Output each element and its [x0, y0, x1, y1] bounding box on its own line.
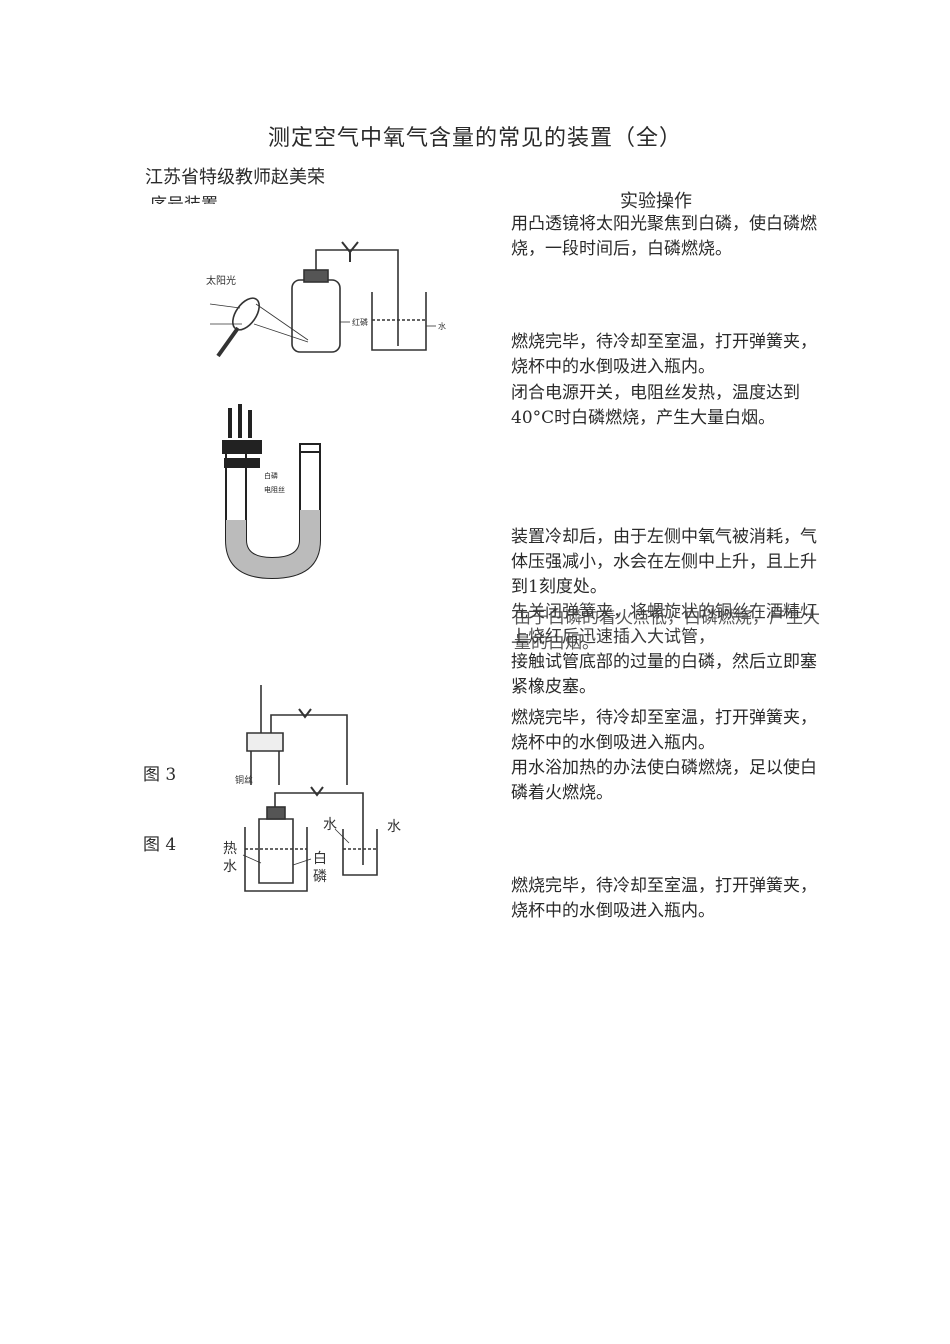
figure-4-beaker-water-label: 水	[323, 817, 337, 833]
operation-text-4: 装置冷却后，由于左侧中氧气被消耗，气体压强减小，水会在左侧中上升，且上升到1刻度…	[511, 527, 817, 597]
figure-2-u-tube: 白磷 电阻丝	[222, 404, 321, 580]
figure-1-sunlight-label: 太阳光	[206, 274, 236, 287]
figure-1-water-label: 水	[438, 321, 446, 331]
author-line: 江苏省特级教师赵美荣	[145, 167, 325, 188]
column-header-left: 序号装置	[150, 190, 218, 204]
figure-3-apparatus: 铜丝	[235, 685, 348, 785]
figure-4-apparatus: 热 水 白 磷 水 水	[223, 786, 401, 892]
figure-2-label-phosphorus: 白磷	[264, 471, 278, 480]
figure-4-phosphorus-label: 磷	[313, 869, 327, 885]
operation-text-3: 闭合电源开关，电阻丝发热，温度达到40°C时白磷燃烧，产生大量白烟。	[511, 383, 800, 428]
operation-text-9: 燃烧完毕，待冷却至室温，打开弹簧夹，烧杯中的水倒吸进入瓶内。	[511, 876, 817, 921]
column-header-right: 实验操作	[620, 191, 692, 212]
figure-1-apparatus: 太阳光 红磷 水	[206, 241, 446, 358]
figure-4-hot-label: 热	[223, 841, 237, 857]
operation-text-5b: 由于白磷的着火点低，白磷燃烧，产生大量的白烟。	[514, 608, 820, 653]
figure-4-label: 图 4	[143, 835, 177, 855]
operation-text-1: 用凸透镜将太阳光聚焦到白磷，使白磷燃烧，一段时间后，白磷燃烧。	[511, 214, 817, 259]
operation-text-5a: 先关闭弹簧夹，将螺旋状的铜丝在酒精灯上烧红后迅速插入大试管，	[511, 602, 817, 647]
operation-text-2: 燃烧完毕，待冷却至室温，打开弹簧夹，烧杯中的水倒吸进入瓶内。	[511, 332, 817, 377]
figure-4-water-label: 水	[223, 859, 237, 875]
operation-text-7: 燃烧完毕，待冷却至室温，打开弹簧夹，烧杯中的水倒吸进入瓶内。	[511, 708, 817, 753]
figure-3-label: 图 3	[143, 765, 177, 785]
figure-2-label-wire: 电阻丝	[264, 485, 285, 494]
page-title: 测定空气中氧气含量的常见的装置（全）	[267, 126, 682, 151]
operation-text-8: 用水浴加热的办法使白磷燃烧，足以使白磷着火燃烧。	[511, 758, 817, 803]
figure-4-water-right-label: 水	[387, 819, 401, 835]
figure-1-phosphorus-label: 红磷	[352, 317, 368, 327]
figure-4-white-label: 白	[313, 851, 327, 867]
operation-text-6: 接触试管底部的过量的白磷，然后立即塞紧橡皮塞。	[511, 652, 817, 697]
figure-3-copper-label: 铜丝	[235, 774, 253, 785]
